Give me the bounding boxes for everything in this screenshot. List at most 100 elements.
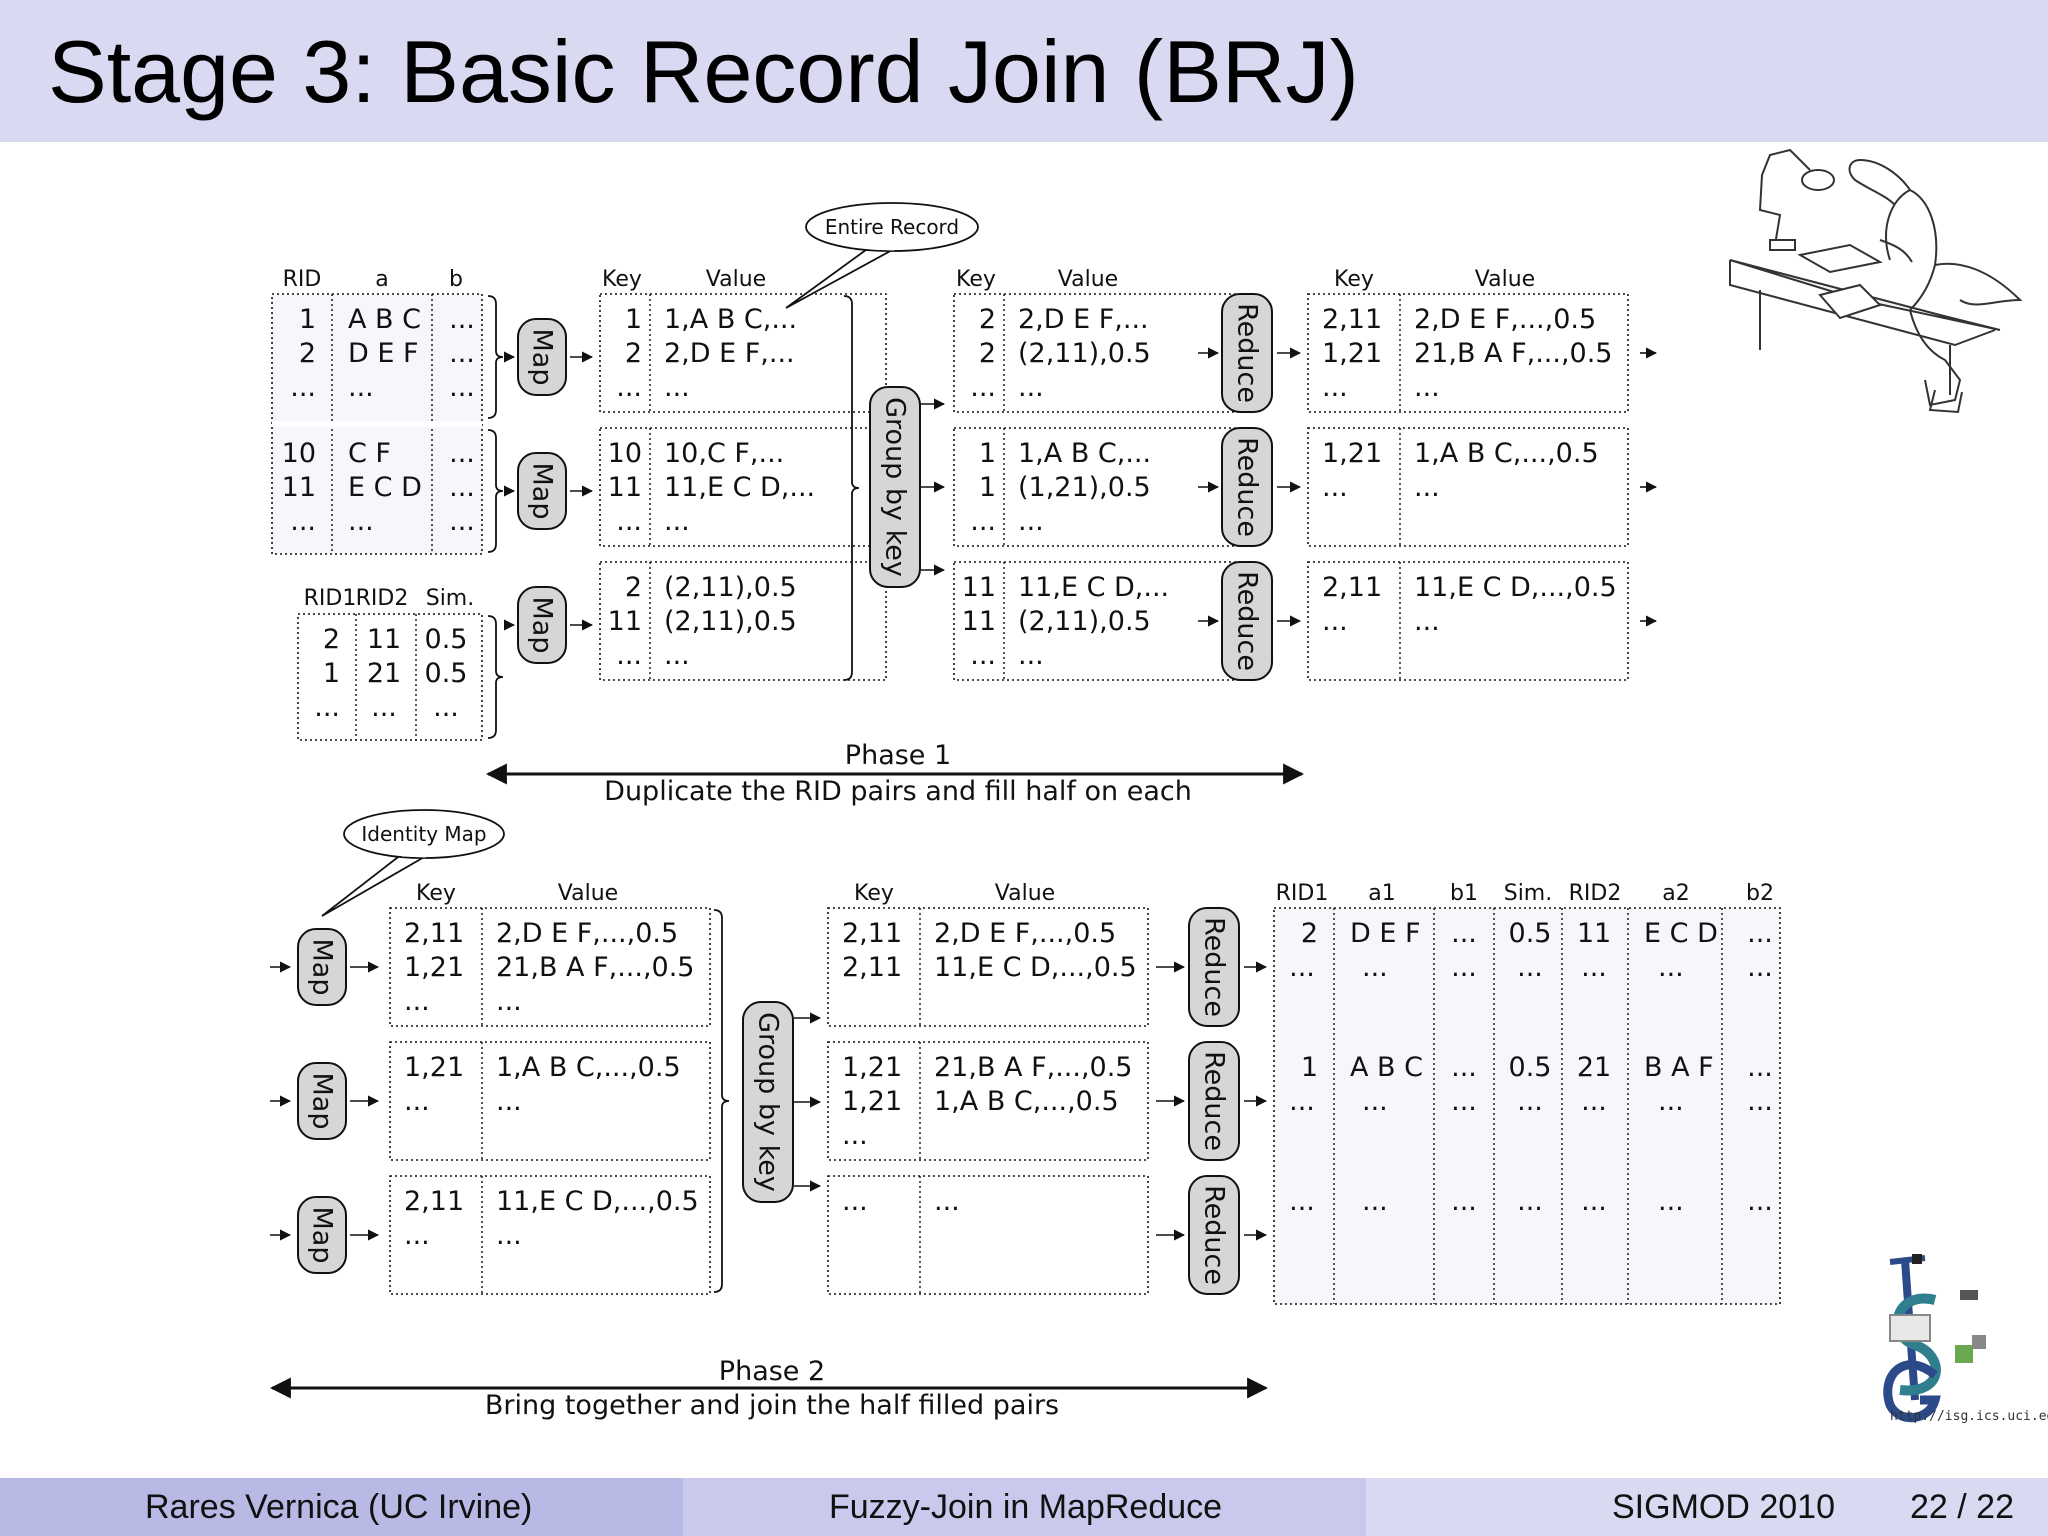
cell-value: (2,11),0.5 xyxy=(1018,338,1151,369)
output-header-6: b2 xyxy=(1746,881,1774,906)
cell-value: (2,11),0.5 xyxy=(664,606,797,637)
brace-ridpairs xyxy=(487,615,504,739)
cell-key: 2 xyxy=(625,572,642,603)
cell-value: ... xyxy=(664,372,690,403)
rid-pairs-table xyxy=(297,613,483,741)
cell-key: 11 xyxy=(962,606,996,637)
callout-entire-record-bubble xyxy=(805,202,979,252)
callout-identity-map-seam xyxy=(401,853,427,858)
p1-map-output-box-1 xyxy=(599,427,887,547)
cell-value: 11,E C D,...,0.5 xyxy=(934,952,1137,983)
output-cell: ... xyxy=(1289,952,1315,983)
output-header-5: a2 xyxy=(1662,881,1689,906)
output-cell: ... xyxy=(1658,1186,1684,1217)
callout-identity-map: Identity Map xyxy=(321,809,505,917)
cell-key: 2 xyxy=(979,304,996,335)
output-cell: ... xyxy=(1747,1186,1773,1217)
reduce-pill-p2-2-label: Reduce xyxy=(1199,1185,1230,1285)
cell-value: 1,A B C,...,0.5 xyxy=(1414,438,1599,469)
input-header-2: b xyxy=(449,267,463,292)
cell-key: 1 xyxy=(979,438,996,469)
cell-value: (2,11),0.5 xyxy=(1018,606,1151,637)
output-cell: ... xyxy=(1747,1052,1773,1083)
cell-key: 2,11 xyxy=(1322,572,1382,603)
input-rid: 1 xyxy=(299,304,316,335)
input-a: ... xyxy=(348,506,374,537)
ridpair-header-0: RID1 xyxy=(304,586,357,611)
cell-key: 1,21 xyxy=(404,1052,464,1083)
cell-value: ... xyxy=(664,506,690,537)
p2-grouped-key-header: Key xyxy=(854,881,894,906)
output-cell: ... xyxy=(1517,1086,1543,1117)
output-cell: ... xyxy=(1747,1086,1773,1117)
cell-key: 1,21 xyxy=(842,1086,902,1117)
output-cell: A B C xyxy=(1350,1052,1423,1083)
p1-reduce-output-box-0 xyxy=(1307,293,1629,413)
ridpair-header-1: RID2 xyxy=(356,586,409,611)
input-b: ... xyxy=(449,438,475,469)
phase2-title: Phase 2 xyxy=(719,1356,825,1387)
cell-key: 2,11 xyxy=(404,1186,464,1217)
cell-value: ... xyxy=(1414,372,1440,403)
cell-value: 11,E C D,... xyxy=(1018,572,1169,603)
input-b: ... xyxy=(449,372,475,403)
input-b: ... xyxy=(449,338,475,369)
cell-value: 2,D E F,...,0.5 xyxy=(934,918,1116,949)
p2-map-box-1 xyxy=(389,1041,711,1161)
output-cell: 1 xyxy=(1301,1052,1318,1083)
cell-value: 21,B A F,...,0.5 xyxy=(1414,338,1612,369)
p2-grouped-box-2 xyxy=(827,1175,1149,1295)
cell-key: ... xyxy=(404,1220,430,1251)
cell-value: 2,D E F,... xyxy=(664,338,795,369)
ridpair-sim: 0.5 xyxy=(425,658,468,689)
cell-value: (1,21),0.5 xyxy=(1018,472,1151,503)
output-cell: 0.5 xyxy=(1509,918,1552,949)
cell-key: 1 xyxy=(625,304,642,335)
output-cell: ... xyxy=(1289,1186,1315,1217)
cell-key: ... xyxy=(616,640,642,671)
cell-value: (2,11),0.5 xyxy=(664,572,797,603)
footer-venue: SIGMOD 2010 xyxy=(1612,1488,1835,1526)
output-cell: ... xyxy=(1581,1086,1607,1117)
cell-value: 2,D E F,...,0.5 xyxy=(1414,304,1596,335)
reduce-pill-p2-0: Reduce xyxy=(1188,907,1240,1027)
input-header-1: a xyxy=(375,267,388,292)
footer-page: 22 / 22 xyxy=(1910,1488,2014,1526)
map-pill-p2-2-shape xyxy=(297,1196,347,1274)
cell-value: 2,D E F,... xyxy=(1018,304,1149,335)
input-a: D E F xyxy=(348,338,419,369)
cell-key: 2,11 xyxy=(842,952,902,983)
group-by-key-p2: Group by key xyxy=(742,1001,794,1203)
group-by-key-p2-label: Group by key xyxy=(753,1012,784,1192)
reduce-pill-p1-0-label: Reduce xyxy=(1232,303,1263,403)
output-cell: 11 xyxy=(1577,918,1611,949)
cell-value: 1,A B C,...,0.5 xyxy=(934,1086,1119,1117)
p1-map-out-key-header: Key xyxy=(602,267,642,292)
anteater-illustration xyxy=(1729,148,2023,414)
cell-key: ... xyxy=(970,372,996,403)
input-rid: 2 xyxy=(299,338,316,369)
input-rid: ... xyxy=(290,372,316,403)
brace-input-2 xyxy=(487,429,504,553)
footer-talk-title: Fuzzy-Join in MapReduce xyxy=(829,1488,1223,1526)
p1-map-output-box-2 xyxy=(599,561,887,681)
p1-map-out-value-header: Value xyxy=(706,267,766,292)
reduce-pill-p2-0-shape xyxy=(1188,907,1240,1027)
input-a: E C D xyxy=(348,472,422,503)
cell-key: ... xyxy=(404,1086,430,1117)
output-cell: ... xyxy=(1289,1086,1315,1117)
output-cell: E C D xyxy=(1644,918,1718,949)
phase1-title: Phase 1 xyxy=(845,740,951,771)
ridpair-header-2: Sim. xyxy=(426,586,475,611)
cell-key: 1,21 xyxy=(1322,438,1382,469)
phase1-caption: Duplicate the RID pairs and fill half on… xyxy=(604,776,1192,807)
footer-right: SIGMOD 2010 22 / 22 xyxy=(1366,1478,2048,1536)
output-cell: 2 xyxy=(1301,918,1318,949)
map-pill-p2-0: Map xyxy=(297,928,347,1006)
map-pill-p2-1-shape xyxy=(297,1062,347,1140)
isg-logo: http://isg.ics.uci.edu xyxy=(1883,1254,2048,1424)
map-pill-p2-0-label: Map xyxy=(307,939,338,996)
output-header-4: RID2 xyxy=(1569,881,1622,906)
output-cell: ... xyxy=(1658,1086,1684,1117)
p1-grouped-key-header: Key xyxy=(956,267,996,292)
